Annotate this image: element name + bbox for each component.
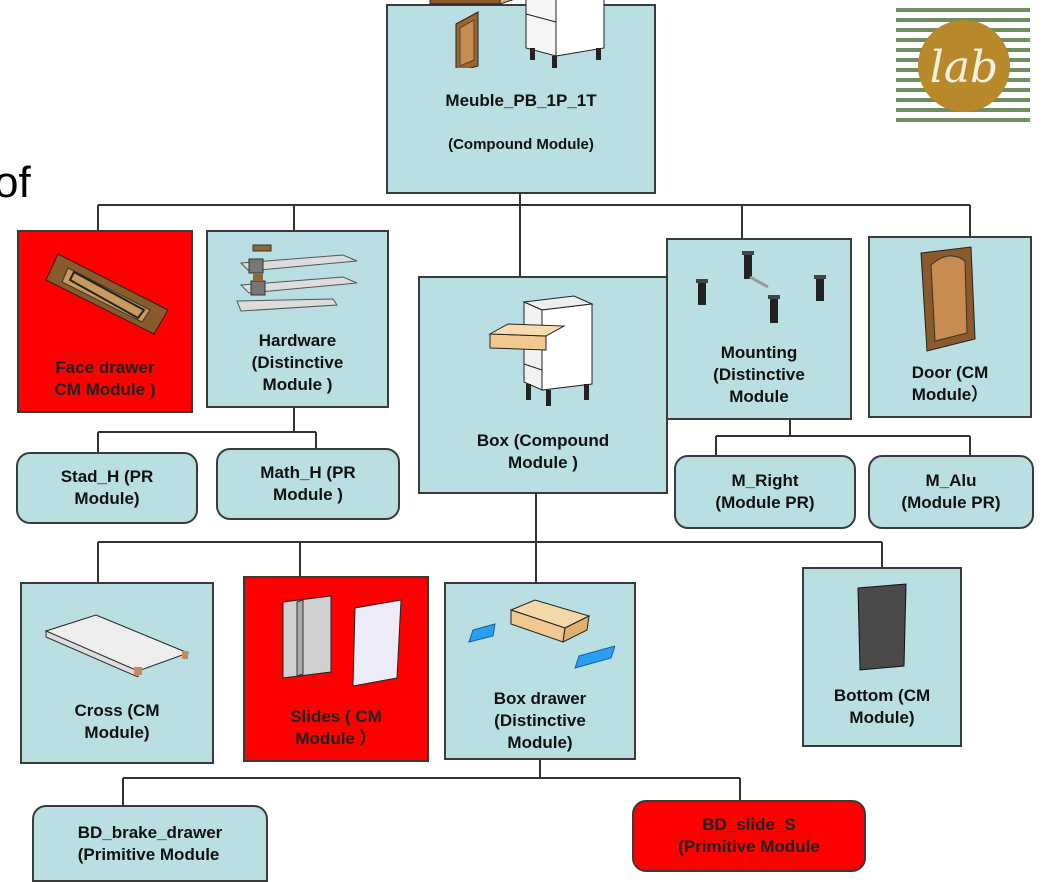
slides-label: Slides ( CM Module ）: [290, 707, 382, 748]
cut-off-heading-fragment: of: [0, 158, 31, 207]
node-bottom: Bottom (CM Module): [802, 567, 962, 747]
box-cabinet-icon: [420, 278, 666, 430]
node-root-compound-module: Meuble_PB_1P_1T (Compound Module): [386, 0, 656, 194]
node-hardware: Hardware (Distinctive Module ): [206, 230, 389, 408]
node-cross: Cross (CM Module): [20, 582, 214, 764]
lab-logo: lab: [896, 4, 1030, 130]
node-box-drawer: Box drawer (Distinctive Module): [444, 582, 636, 760]
hinge-hardware-icon: [208, 232, 387, 330]
bd-brake-drawer-label: BD_brake_drawer (Primitive Module: [77, 822, 223, 864]
node-math-h: Math_H (PR Module ): [216, 448, 400, 520]
m-right-label: M_Right (Module PR): [715, 471, 815, 512]
m-alu-label: M_Alu (Module PR): [901, 471, 1001, 512]
node-m-right: M_Right (Module PR): [674, 455, 856, 529]
mounting-feet-icon: [668, 240, 850, 342]
root-subtitle: (Compound Module): [448, 136, 594, 153]
door-label: Door (CM Module）: [911, 363, 989, 404]
bd-slide-s-label: BD_slide_S (Primitive Module: [678, 815, 820, 856]
hardware-label: Hardware (Distinctive Module ): [251, 331, 344, 394]
box-drawer-label: Box drawer (Distinctive Module): [493, 689, 587, 752]
node-mounting: Mounting (Distinctive Module: [666, 238, 852, 420]
drawer-box-icon: [446, 584, 634, 688]
cross-panel-icon: [22, 584, 212, 700]
logo-text: lab: [930, 42, 998, 93]
node-stad-h: Stad_H (PR Module): [16, 452, 198, 524]
node-m-alu: M_Alu (Module PR): [868, 455, 1034, 529]
bottom-label: Bottom (CM Module): [833, 686, 931, 727]
stad-h-label: Stad_H (PR Module): [60, 467, 154, 508]
node-face-drawer: Face drawer CM Module ): [17, 230, 193, 413]
mounting-label: Mounting (Distinctive Module: [713, 343, 805, 406]
drawer-front-icon: [19, 232, 191, 357]
math-h-label: Math_H (PR Module ): [260, 463, 356, 504]
cabinet-exploded-icon: [388, 0, 654, 68]
slide-panels-icon: [245, 578, 427, 706]
bottom-panel-icon: [804, 569, 960, 685]
node-box: Box (Compound Module ): [418, 276, 668, 494]
cross-label: Cross (CM Module): [74, 701, 160, 742]
root-title: Meuble_PB_1P_1T: [445, 91, 597, 110]
node-slides: Slides ( CM Module ）: [243, 576, 429, 762]
box-label: Box (Compound Module ): [476, 431, 610, 472]
node-bd-brake-drawer: BD_brake_drawer (Primitive Module: [32, 805, 268, 882]
door-panel-icon: [870, 238, 1030, 362]
face-drawer-label: Face drawer CM Module ): [54, 358, 156, 399]
node-door: Door (CM Module）: [868, 236, 1032, 418]
node-bd-slide-s: BD_slide_S (Primitive Module: [632, 800, 866, 872]
